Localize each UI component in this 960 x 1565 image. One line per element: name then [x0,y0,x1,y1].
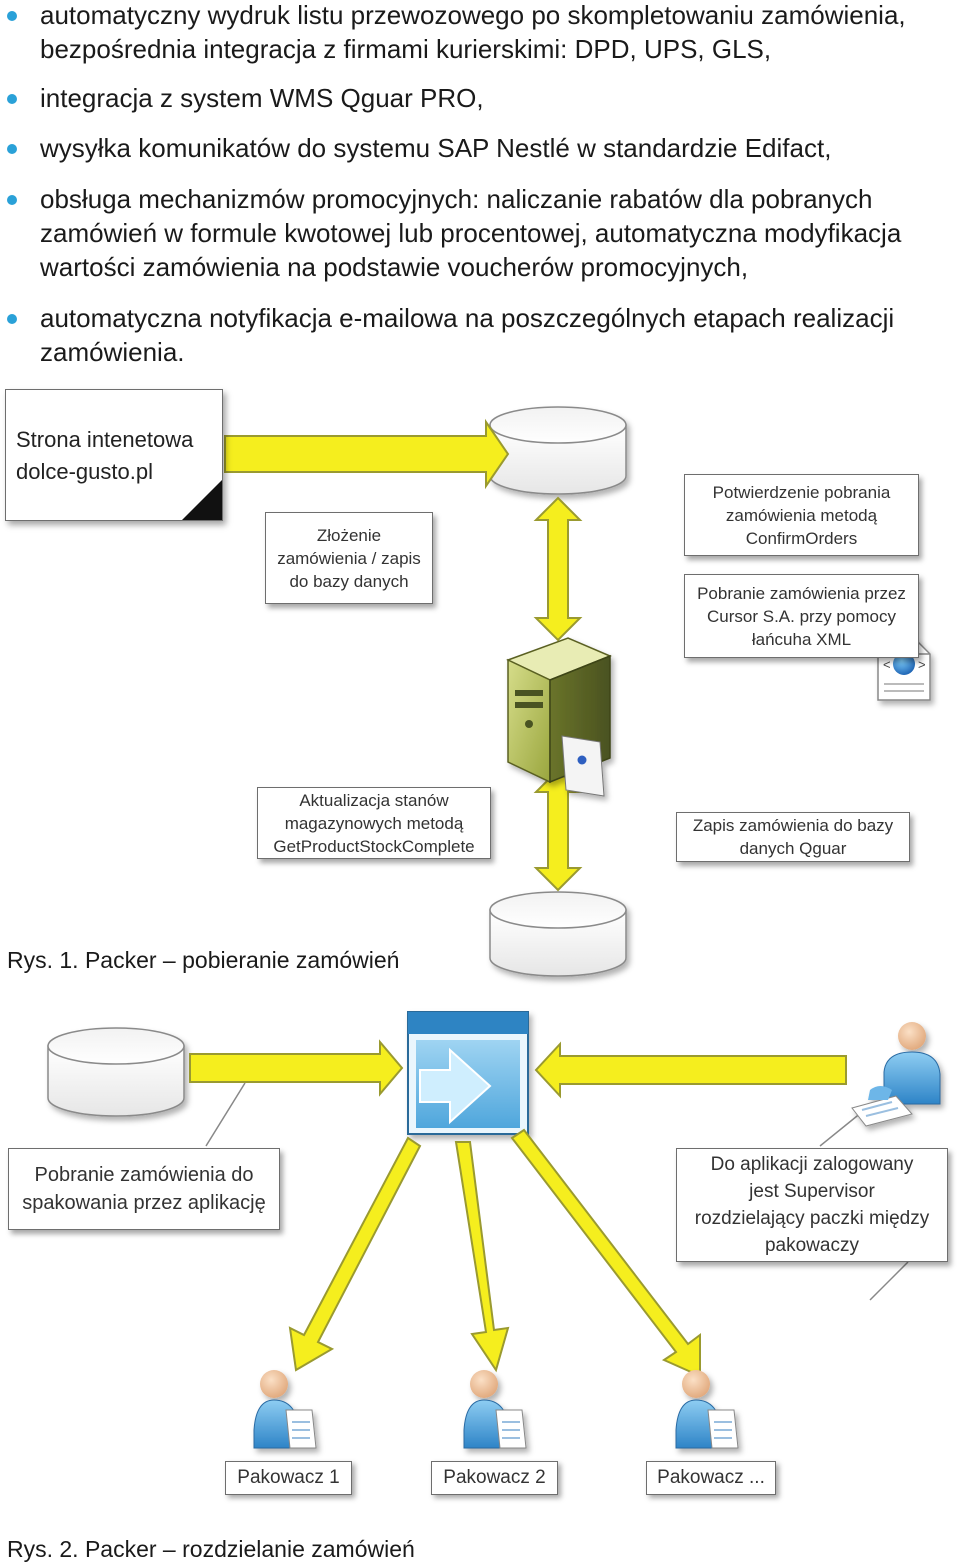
qguar-save-box: Zapis zamówienia do bazy danych Qguar [676,812,910,862]
bullet-item: automatyczny wydruk listu przewozowego p… [7,0,958,66]
bullet-dot-icon [7,195,17,205]
stock-update-box: Aktualizacja stanów magazynowych metodą … [257,787,491,859]
arrow-app-to-packer1 [288,1136,422,1372]
bullet-text: integracja z system WMS Qguar PRO, [40,83,484,113]
packer3-label: Pakowacz ... [657,1467,765,1488]
bullet-dot-icon [7,94,17,104]
packer1-box: Pakowacz 1 [225,1461,352,1495]
database-top-icon [489,406,627,495]
arrow-db-to-app [189,1039,404,1097]
connector-line [819,1111,863,1147]
bullet-item: automatyczna notyfikacja e-mailowa na po… [7,301,958,369]
confirm-orders-box: Potwierdzenie pobrania zamówienia metodą… [684,474,919,556]
xml-download-box: Pobranie zamówienia przez Cursor S.A. pr… [684,574,919,658]
bullet-item: integracja z system WMS Qguar PRO, [7,81,958,115]
packer2-box: Pakowacz 2 [431,1461,558,1495]
server-icon [506,637,612,797]
qguar-save-label: Zapis zamówienia do bazy danych Qguar [692,816,894,858]
supervisor-icon [851,1022,941,1127]
bullet-item: obsługa mechanizmów promocyjnych: nalicz… [7,182,958,284]
bullet-text: obsługa mechanizmów promocyjnych: nalicz… [40,184,902,282]
website-label: Strona intenetowa dolce-gusto.pl [16,427,194,484]
arrow-app-to-packer2 [454,1141,510,1373]
fetch-order-box: Pobranie zamówienia do spakowania przez … [8,1148,280,1230]
confirm-orders-label: Potwierdzenie pobrania zamówienia metodą… [712,482,891,548]
bullet-text: wysyłka komunikatów do systemu SAP Nestl… [40,133,832,163]
stock-update-label: Aktualizacja stanów magazynowych metodą … [273,790,475,856]
corner-fold-icon [182,480,222,520]
connector-line [205,1082,246,1147]
packer3-box: Pakowacz ... [646,1461,776,1495]
bullet-dot-icon [7,144,17,154]
arrow-website-to-db [224,418,510,490]
arrow-app-to-packer3 [510,1128,701,1378]
supervisor-label: Do aplikacji zalogowany jest Supervisor … [694,1154,930,1256]
arrow-server-db2 [533,768,583,892]
order-save-box: Złożenie zamówienia / zapis do bazy dany… [265,512,433,604]
packer2-icon [463,1370,527,1449]
bullet-item: wysyłka komunikatów do systemu SAP Nestl… [7,131,958,165]
bullet-dot-icon [7,11,17,21]
svg-text:<: < [883,657,891,672]
packer1-label: Pakowacz 1 [237,1467,340,1488]
svg-text:>: > [918,657,926,672]
bullet-text: automatyczna notyfikacja e-mailowa na po… [40,303,895,367]
connector-line [869,1261,909,1301]
packer2-label: Pakowacz 2 [443,1467,546,1488]
figure2-caption: Rys. 2. Packer – rozdzielanie zamówień [7,1536,415,1562]
application-icon [407,1011,529,1135]
database-bottom-icon [489,891,627,977]
packer3-icon [675,1370,739,1449]
order-save-label: Złożenie zamówienia / zapis do bazy dany… [277,525,421,591]
bullet-text: automatyczny wydruk listu przewozowego p… [40,0,906,64]
website-box: Strona intenetowa dolce-gusto.pl [5,389,223,521]
arrow-db-server [533,496,583,642]
figure1-caption: Rys. 1. Packer – pobieranie zamówień [7,947,400,973]
packer1-icon [253,1370,317,1449]
xml-download-label: Pobranie zamówienia przez Cursor S.A. pr… [697,583,906,649]
supervisor-box: Do aplikacji zalogowany jest Supervisor … [676,1148,948,1262]
fetch-order-label: Pobranie zamówienia do spakowania przez … [22,1164,266,1214]
database-fig2-icon [47,1027,185,1117]
arrow-supervisor-to-app [534,1041,847,1099]
bullet-dot-icon [7,314,17,324]
